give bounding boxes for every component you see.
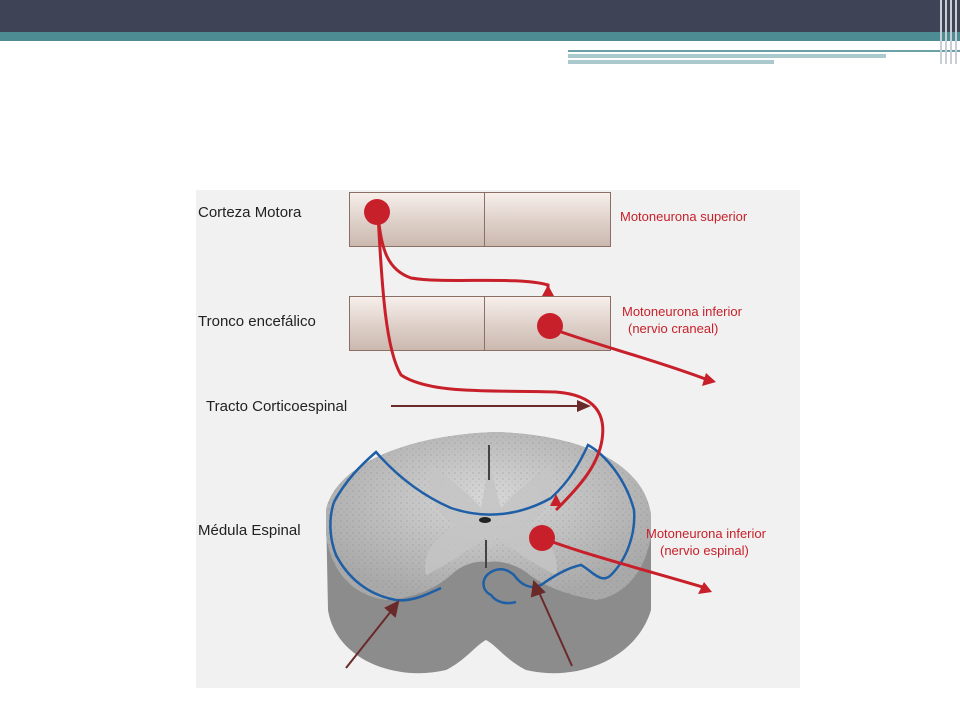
label-corteza-motora: Corteza Motora [198, 204, 302, 221]
brainstem-panel [349, 296, 611, 351]
spinal-motoneuron-body [529, 525, 555, 551]
motor-pathway-diagram: Corteza Motora Tronco encefálico Tracto … [196, 190, 800, 688]
tract-outlines [329, 443, 636, 605]
label-tracto-corticoespinal: Tracto Corticoespinal [206, 398, 348, 415]
label-tronco-encefalico: Tronco encefálico [198, 313, 316, 330]
neuron-bodies [364, 199, 716, 594]
axon-terminal-arrow [542, 285, 554, 296]
cranial-motoneuron-body [537, 313, 563, 339]
diagram-drawing [326, 199, 716, 674]
label-motoneurona-superior: Motoneurona superior [620, 209, 748, 224]
slide-accent-line [568, 60, 774, 64]
label-nervio-espinal: (nervio espinal) [660, 543, 749, 558]
spinal-cord-section [326, 432, 651, 674]
slide-accent-line [568, 54, 886, 58]
motor-cortex-panel [349, 192, 611, 247]
label-nervio-craneal: (nervio craneal) [628, 321, 719, 336]
axon-terminal-arrow [698, 582, 712, 594]
upper-motoneuron-body [364, 199, 390, 225]
label-medula-espinal: Médula Espinal [198, 522, 301, 539]
slide-header-bar [0, 0, 960, 32]
slide-corner-decoration [936, 0, 960, 64]
axon-terminal-arrow [702, 373, 716, 386]
outline-pointer-arrows [345, 579, 573, 669]
tract-pointer-arrow [391, 400, 591, 412]
motor-neurons [376, 213, 709, 590]
slide-accent-line [568, 43, 960, 52]
label-motoneurona-inferior-espinal: Motoneurona inferior [646, 526, 766, 541]
axon-terminal-arrow [550, 494, 562, 506]
label-motoneurona-inferior-craneal: Motoneurona inferior [622, 304, 742, 319]
slide-accent-bar [0, 32, 960, 41]
